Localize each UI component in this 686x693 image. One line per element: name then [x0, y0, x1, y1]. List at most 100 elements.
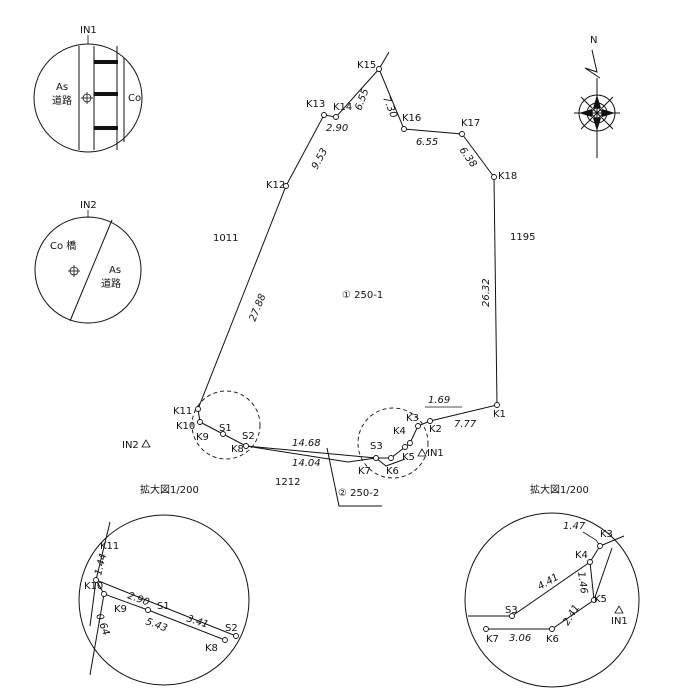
compass-north-label: N [590, 35, 597, 46]
label-k4: K4 [393, 426, 406, 437]
label-k9: K9 [196, 432, 209, 443]
enlarged-point-k3 [597, 543, 603, 549]
enlarged-dim-2-41: 2.41 [561, 603, 582, 628]
enlarged-dim-3-41: 3.41 [185, 613, 210, 630]
enlarged-s3: S3 [505, 605, 518, 616]
zoom-circle-west [191, 390, 261, 460]
enlarged-dim-2-90: 2.90 [126, 590, 151, 608]
enlarged-east-title: 拡大図1/200 [530, 483, 589, 496]
enlarged-k9: K9 [114, 604, 127, 615]
enlarged-k5: K5 [594, 594, 607, 605]
point-k7 [373, 455, 379, 461]
inset-in2-as: As [109, 265, 121, 276]
label-in1: IN1 [427, 448, 444, 459]
dim-2-90: 2.90 [326, 123, 348, 134]
label-k1: K1 [493, 409, 506, 420]
enlarged-west-leg-2 [89, 579, 97, 627]
benchmark-crosshair-icon [68, 265, 80, 277]
label-k8: K8 [231, 444, 244, 455]
dim-9-53: 9.53 [310, 147, 330, 172]
neighbor-1011: 1011 [213, 233, 238, 244]
point-k17 [459, 131, 465, 137]
label-k10: K10 [176, 421, 195, 432]
label-s3: S3 [370, 441, 383, 452]
dim-1-69: 1.69 [428, 395, 450, 406]
dim-7-30: 7.30 [380, 95, 399, 120]
inset-in1: IN1 As 道路 Co [33, 25, 143, 153]
point-labels: K15 K13 K14 K16 K17 K18 K12 K1 K2 K3 K4 … [122, 60, 517, 477]
enlarged-k3: K3 [600, 529, 613, 540]
neighbor-1212: 1212 [275, 477, 300, 488]
enlarged-k4: K4 [575, 550, 588, 561]
enlarged-point-k7 [483, 626, 489, 632]
enlarged-east-circle [464, 512, 640, 688]
bridge-rail-1 [94, 60, 118, 64]
enlarged-dim-3-06: 3.06 [509, 633, 531, 644]
survey-points [195, 66, 500, 461]
dim-14-04: 14.04 [292, 458, 321, 469]
point-k1 [494, 402, 500, 408]
subparcel-boundary [245, 445, 377, 463]
label-k7: K7 [358, 466, 371, 477]
enlarged-west-title: 拡大図1/200 [140, 483, 199, 496]
enlarged-point-k8 [222, 637, 228, 643]
label-k2: K2 [429, 424, 442, 435]
inset-in1-road: 道路 [52, 94, 72, 107]
enlarged-dim-0-64: 0.64 [93, 612, 111, 637]
neighbor-1195: 1195 [510, 232, 535, 243]
point-k16 [401, 126, 407, 132]
inset-in1-title: IN1 [80, 25, 97, 36]
inset-in2-road: 道路 [101, 277, 121, 290]
enlarged-s1: S1 [157, 601, 170, 612]
enlarged-east-k4-k5 [589, 561, 595, 601]
benchmark-in1-icon [417, 448, 427, 457]
enlarged-point-k9 [101, 591, 107, 597]
point-k5 [402, 444, 408, 450]
dim-6-38: 6.38 [457, 145, 479, 169]
label-k14: K14 [333, 102, 352, 113]
inset-in2: IN2 Co 橋 As 道路 [34, 200, 142, 324]
label-s2: S2 [242, 431, 255, 442]
label-k16: K16 [402, 113, 421, 124]
label-k15: K15 [357, 60, 376, 71]
point-k2 [427, 418, 433, 424]
parcel-sub-id: ② 250-2 [338, 488, 379, 499]
enlarged-point-k10 [93, 577, 99, 583]
north-arrow-icon [584, 49, 601, 79]
boundary-extension [378, 51, 390, 70]
zoom-circle-east [357, 407, 429, 479]
enlarged-point-k6 [549, 626, 555, 632]
point-k4 [407, 440, 413, 446]
inset-in1-as: As [56, 82, 68, 93]
point-k6 [388, 455, 394, 461]
enlarged-point-s1 [145, 607, 151, 613]
enlarged-point-k4 [587, 559, 593, 565]
measurements: 2.90 9.53 6.55 7.30 6.55 6.38 26.32 27.8… [248, 87, 492, 469]
enlarged-in1: IN1 [611, 616, 628, 627]
parcel-main-id: ① 250-1 [342, 290, 383, 301]
dim-27-88: 27.88 [248, 292, 269, 323]
enlarged-point-k5 [591, 597, 597, 603]
point-k11 [195, 406, 201, 412]
label-k5: K5 [402, 452, 415, 463]
label-k12: K12 [266, 180, 285, 191]
label-k3: K3 [406, 413, 419, 424]
enlarged-s2: S2 [225, 623, 238, 634]
enlarged-k7: K7 [486, 634, 499, 645]
compass-rose-icon [574, 94, 620, 132]
enlarged-east-inner [484, 547, 613, 630]
enlarged-view-east: 拡大図1/200 K3 K4 K5 S3 K7 K6 IN1 1.47 4.41… [464, 483, 640, 688]
point-k15 [376, 66, 382, 72]
enlarged-k10: K10 [84, 581, 103, 592]
point-k13 [321, 112, 327, 118]
label-k17: K17 [461, 118, 480, 129]
label-k6: K6 [386, 466, 399, 477]
inset-in2-title: IN2 [80, 200, 97, 211]
dim-26-32: 26.32 [481, 278, 492, 307]
point-k18 [491, 174, 497, 180]
benchmark-in2-icon [141, 439, 151, 448]
point-k9 [197, 419, 203, 425]
label-s1: S1 [219, 423, 232, 434]
dim-6-55-b: 6.55 [416, 137, 438, 148]
